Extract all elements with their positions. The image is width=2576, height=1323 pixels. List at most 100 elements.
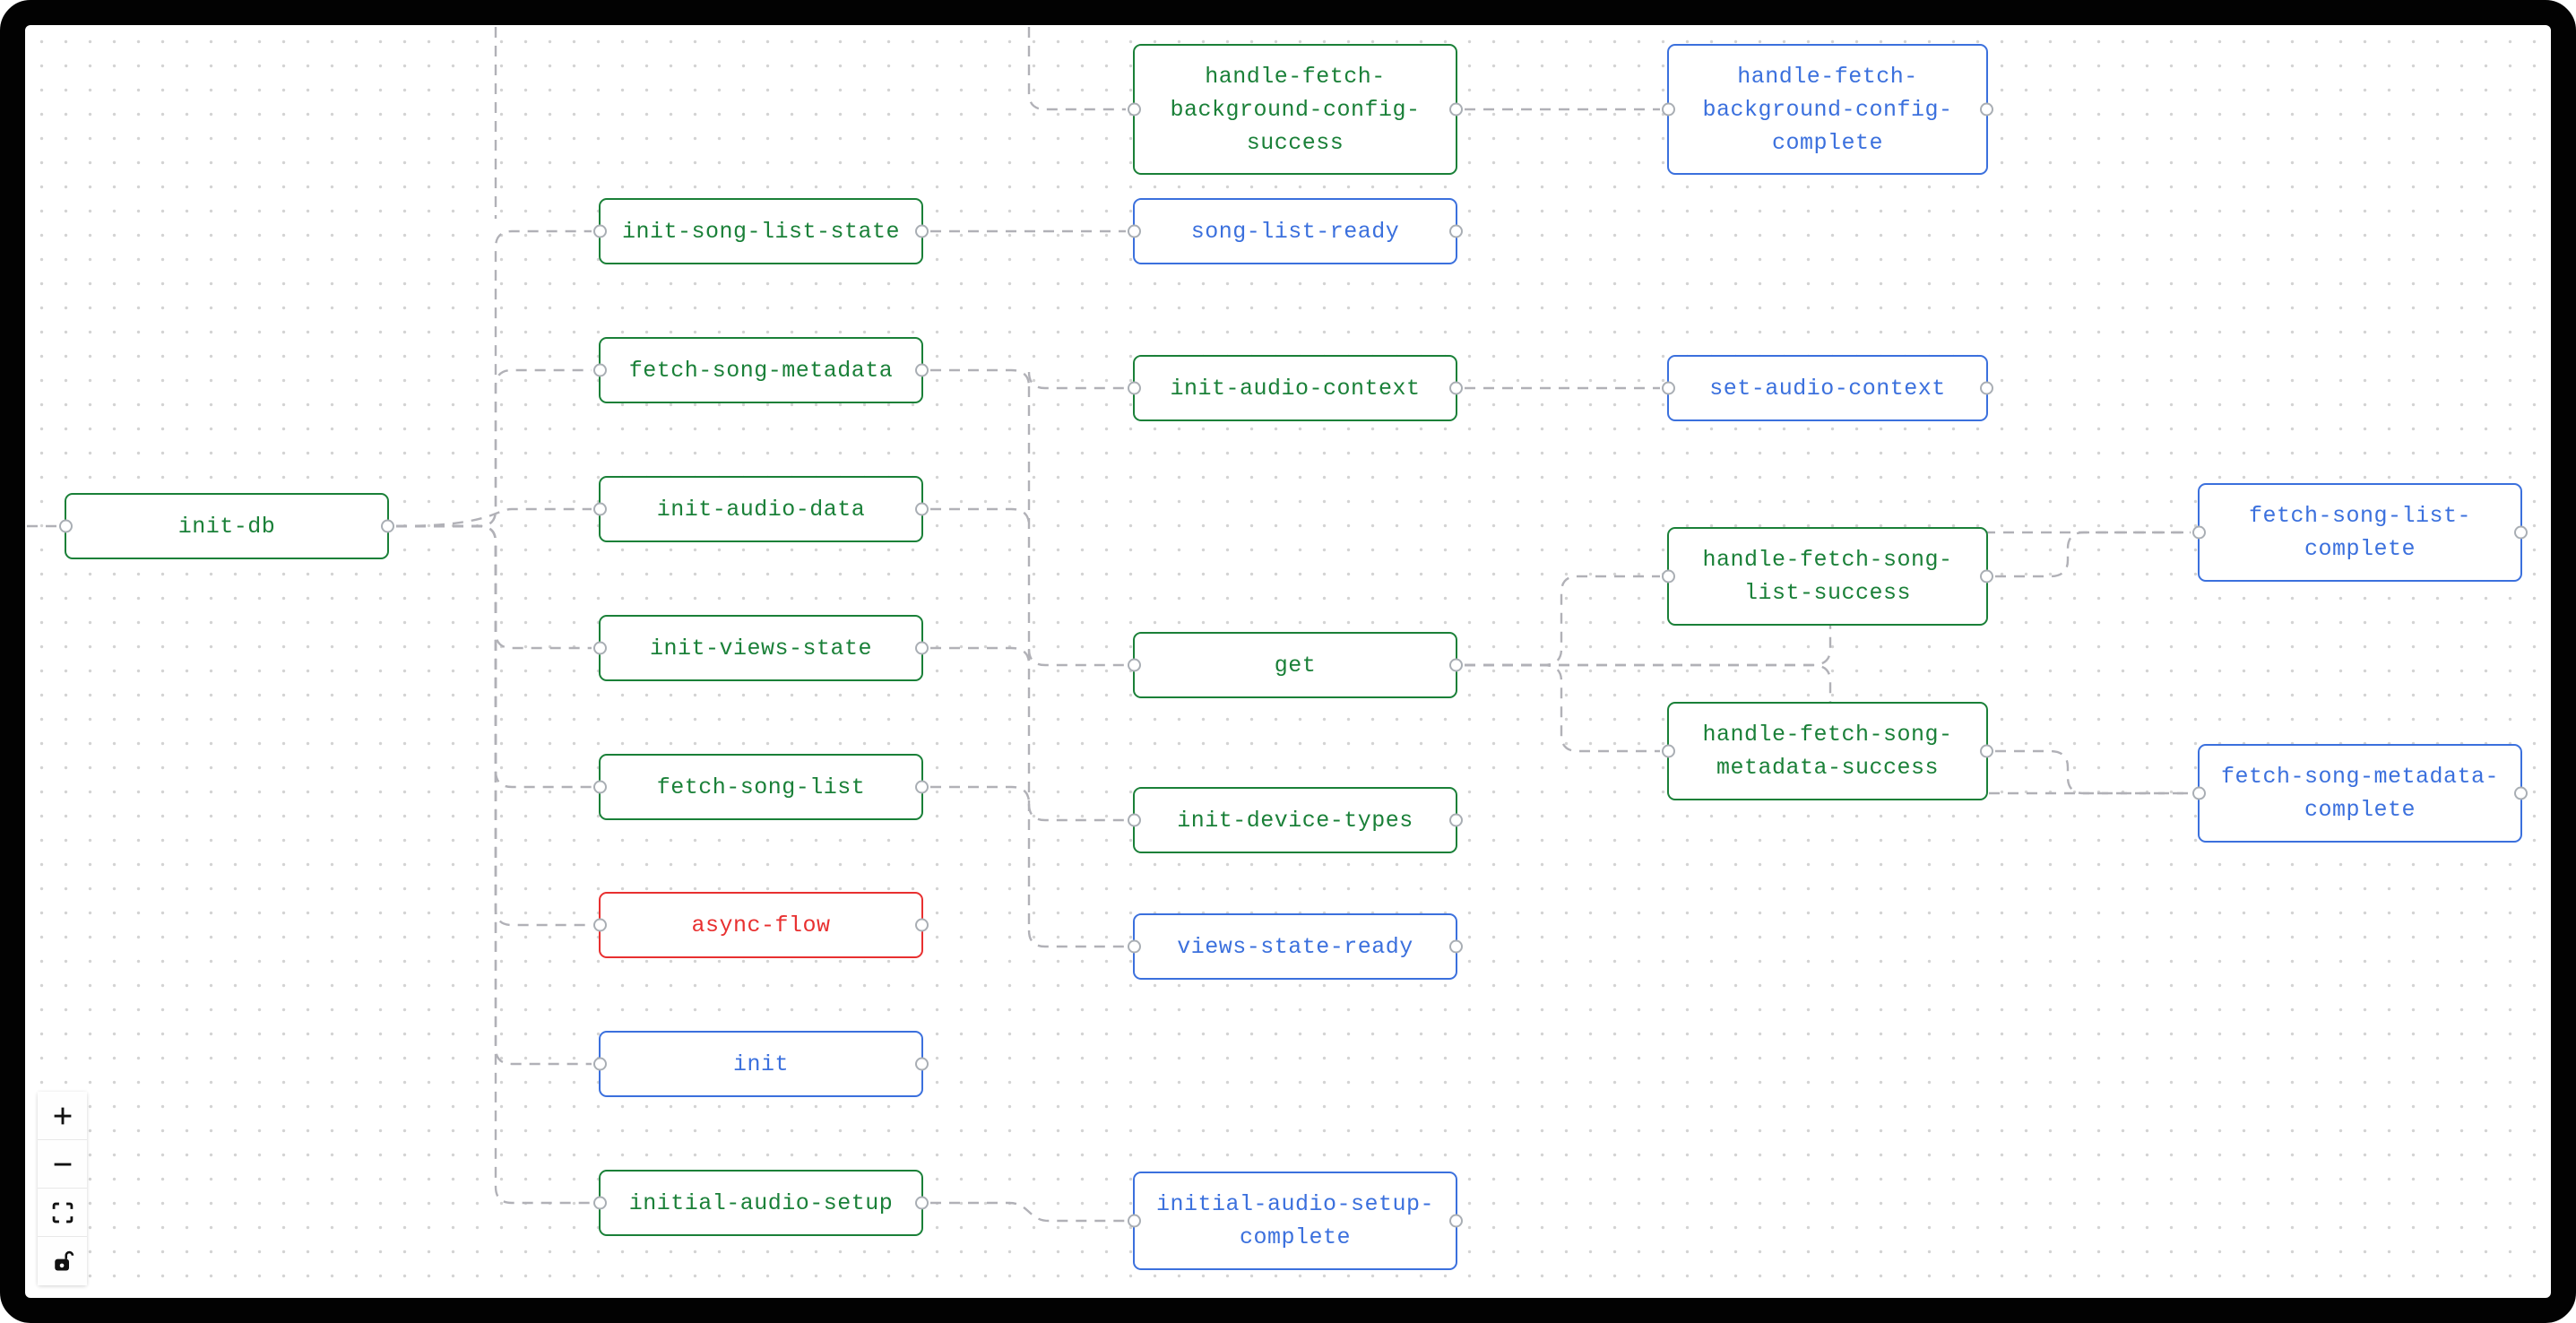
target-handle[interactable]	[593, 224, 607, 238]
source-handle[interactable]	[1449, 102, 1463, 117]
node-handle-fetch-background-config-success[interactable]: handle-fetch- background-config- success	[1128, 44, 1463, 175]
node-fetch-song-list[interactable]: fetch-song-list	[593, 754, 929, 820]
node-label: init-device-types	[1177, 807, 1413, 834]
edge-metadata-success-metadata-complete	[1995, 749, 2191, 795]
node-handle-fetch-background-config-complete[interactable]: handle-fetch- background-config- complet…	[1662, 44, 1993, 175]
node-init-audio-data[interactable]: init-audio-data	[593, 476, 929, 542]
source-handle[interactable]	[1980, 102, 1993, 117]
node-label: handle-fetch- background-config- complet…	[1702, 63, 1953, 156]
lock-open-icon	[54, 1250, 73, 1271]
node-init-views-state[interactable]: init-views-state	[593, 615, 929, 681]
node-fetch-song-list-complete[interactable]: fetch-song-list- complete	[2192, 483, 2528, 582]
node-label: set-audio-context	[1709, 375, 1946, 402]
target-handle[interactable]	[593, 1057, 607, 1071]
target-handle[interactable]	[1662, 744, 1675, 758]
source-handle[interactable]	[915, 363, 929, 377]
source-handle[interactable]	[1449, 224, 1463, 238]
target-handle[interactable]	[1128, 224, 1141, 238]
node-label: fetch-song-metadata- complete	[2220, 764, 2500, 823]
source-handle[interactable]	[2514, 786, 2528, 800]
edge-init-db-fetch-song-list	[396, 524, 592, 789]
target-handle[interactable]	[593, 363, 607, 377]
node-set-audio-context[interactable]: set-audio-context	[1662, 355, 1993, 421]
node-handle-fetch-song-list-success[interactable]: handle-fetch-song- list-success	[1662, 527, 1993, 626]
source-handle[interactable]	[381, 519, 394, 533]
fit-view-button[interactable]	[38, 1189, 87, 1237]
edge-initial-audio-setup-complete	[930, 1201, 1126, 1223]
source-handle[interactable]	[915, 502, 929, 516]
node-song-list-ready[interactable]: song-list-ready	[1128, 198, 1463, 264]
edge-init-db-init-views-state	[396, 524, 592, 650]
zoom-out-button[interactable]	[38, 1140, 87, 1189]
source-handle[interactable]	[1980, 744, 1993, 758]
node-label: initial-audio-setup- complete	[1155, 1191, 1435, 1250]
target-handle[interactable]	[1128, 1214, 1141, 1228]
zoom-in-button[interactable]	[38, 1092, 87, 1140]
edge-trunk2-init-device-types	[1027, 803, 1126, 822]
node-handle-fetch-song-metadata-success[interactable]: handle-fetch-song- metadata-success	[1662, 702, 1993, 800]
source-handle[interactable]	[1980, 569, 1993, 584]
source-handle[interactable]	[2514, 525, 2528, 540]
minus-icon	[54, 1163, 71, 1165]
edge-init-db-init-song-list-state	[396, 229, 592, 528]
target-handle[interactable]	[2192, 525, 2206, 540]
edge-init-audio-data-trunk	[930, 507, 1031, 526]
node-label: views-state-ready	[1177, 933, 1413, 960]
node-label: song-list-ready	[1190, 218, 1400, 245]
edge-init-db-init	[396, 524, 592, 1066]
node-label: fetch-song-metadata	[628, 357, 894, 384]
target-handle[interactable]	[1128, 381, 1141, 395]
source-handle[interactable]	[915, 918, 929, 932]
source-handle[interactable]	[915, 224, 929, 238]
node-fetch-song-metadata-complete[interactable]: fetch-song-metadata- complete	[2192, 744, 2528, 843]
target-handle[interactable]	[1662, 381, 1675, 395]
target-handle[interactable]	[1662, 569, 1675, 584]
source-handle[interactable]	[1449, 381, 1463, 395]
target-handle[interactable]	[1662, 102, 1675, 117]
toggle-interactivity-button[interactable]	[38, 1237, 87, 1285]
edge-trunk2-init-audio-context	[1027, 371, 1126, 390]
source-handle[interactable]	[1449, 813, 1463, 827]
node-init[interactable]: init	[593, 1031, 929, 1097]
edge-feeder-top-to-bg-config-success	[1027, 27, 1126, 111]
source-handle[interactable]	[1449, 1214, 1463, 1228]
node-fetch-song-metadata[interactable]: fetch-song-metadata	[593, 337, 929, 403]
node-init-song-list-state[interactable]: init-song-list-state	[593, 198, 929, 264]
target-handle[interactable]	[593, 641, 607, 655]
source-handle[interactable]	[915, 780, 929, 794]
node-get[interactable]: get	[1128, 632, 1463, 698]
node-initial-audio-setup[interactable]: initial-audio-setup	[593, 1170, 929, 1236]
target-handle[interactable]	[1128, 102, 1141, 117]
edge-init-db-async-flow	[396, 524, 592, 927]
target-handle[interactable]	[1128, 939, 1141, 954]
plus-icon	[54, 1107, 71, 1124]
source-handle[interactable]	[1980, 381, 1993, 395]
target-handle[interactable]	[593, 918, 607, 932]
edge-init-views-state-trunk	[930, 646, 1031, 665]
target-handle[interactable]	[1128, 813, 1141, 827]
source-handle[interactable]	[1449, 939, 1463, 954]
source-handle[interactable]	[1449, 658, 1463, 672]
target-handle[interactable]	[1128, 658, 1141, 672]
target-handle[interactable]	[59, 519, 73, 533]
target-handle[interactable]	[2192, 786, 2206, 800]
node-init-device-types[interactable]: init-device-types	[1128, 787, 1463, 853]
target-handle[interactable]	[593, 1196, 607, 1210]
edge-list-success-list-complete	[1995, 531, 2191, 578]
edge-get-handle-fetch-song-metadata-success	[1465, 663, 1660, 753]
flow-controls-panel	[38, 1092, 87, 1285]
target-handle[interactable]	[593, 502, 607, 516]
source-handle[interactable]	[915, 1057, 929, 1071]
edge-init-db-init-audio-data	[395, 507, 592, 528]
node-init-audio-context[interactable]: init-audio-context	[1128, 355, 1463, 421]
edge-fetch-song-metadata-trunk	[930, 368, 1031, 387]
node-async-flow[interactable]: async-flow	[593, 892, 929, 958]
node-views-state-ready[interactable]: views-state-ready	[1128, 913, 1463, 980]
target-handle[interactable]	[593, 780, 607, 794]
source-handle[interactable]	[915, 1196, 929, 1210]
node-init-db[interactable]: init-db	[59, 493, 394, 559]
node-label: get	[1274, 652, 1317, 679]
node-initial-audio-setup-complete[interactable]: initial-audio-setup- complete	[1128, 1172, 1463, 1270]
source-handle[interactable]	[915, 641, 929, 655]
